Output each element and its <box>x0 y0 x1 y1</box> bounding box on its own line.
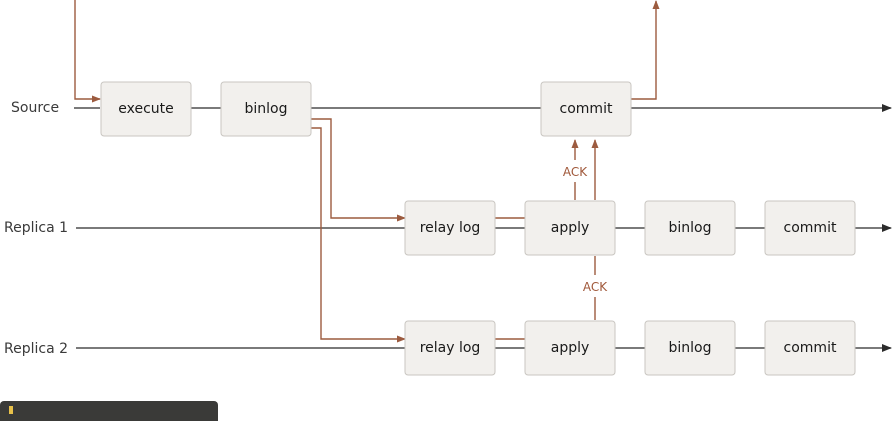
source-binlog-step: binlog <box>220 81 312 137</box>
bottom-toolbar-tab[interactable] <box>0 401 218 421</box>
source-execute-label: execute <box>118 101 174 117</box>
replica-2-relay-log-step: relay log <box>404 320 496 376</box>
binlog-to-replica-2-arrow <box>311 127 406 343</box>
replica-1-binlog-label: binlog <box>669 220 712 236</box>
replica-1-commit-label: commit <box>784 220 837 236</box>
incoming-request-arrow <box>74 0 101 103</box>
replica-1-commit-step: commit <box>764 200 856 256</box>
replica-2-commit-step: commit <box>764 320 856 376</box>
replica-2-binlog-label: binlog <box>669 340 712 356</box>
row-label-source: Source <box>11 100 59 116</box>
replica-2-commit-label: commit <box>784 340 837 356</box>
source-commit-step: commit <box>540 81 632 137</box>
replica-2-apply-label: apply <box>551 340 590 356</box>
replica-1-apply-label: apply <box>551 220 590 236</box>
replica-1-relay-log-label: relay log <box>420 220 481 236</box>
source-execute-step: execute <box>100 81 192 137</box>
replica-1-apply-step: apply <box>524 200 616 256</box>
ack-label-replica-1: ACK <box>563 165 588 179</box>
commit-return-arrow <box>631 0 660 100</box>
source-binlog-label: binlog <box>245 101 288 117</box>
replica-2-relay-log-label: relay log <box>420 340 481 356</box>
replica-2-apply-step: apply <box>524 320 616 376</box>
replica-2-binlog-step: binlog <box>644 320 736 376</box>
row-label-replica-2: Replica 2 <box>4 341 68 357</box>
tab-marker-icon <box>9 406 13 414</box>
row-label-replica-1: Replica 1 <box>4 220 68 236</box>
replica-1-relay-log-step: relay log <box>404 200 496 256</box>
binlog-to-replica-1-arrow <box>311 118 406 222</box>
replica-1-binlog-step: binlog <box>644 200 736 256</box>
source-commit-label: commit <box>560 101 613 117</box>
ack-label-replica-2: ACK <box>583 280 608 294</box>
